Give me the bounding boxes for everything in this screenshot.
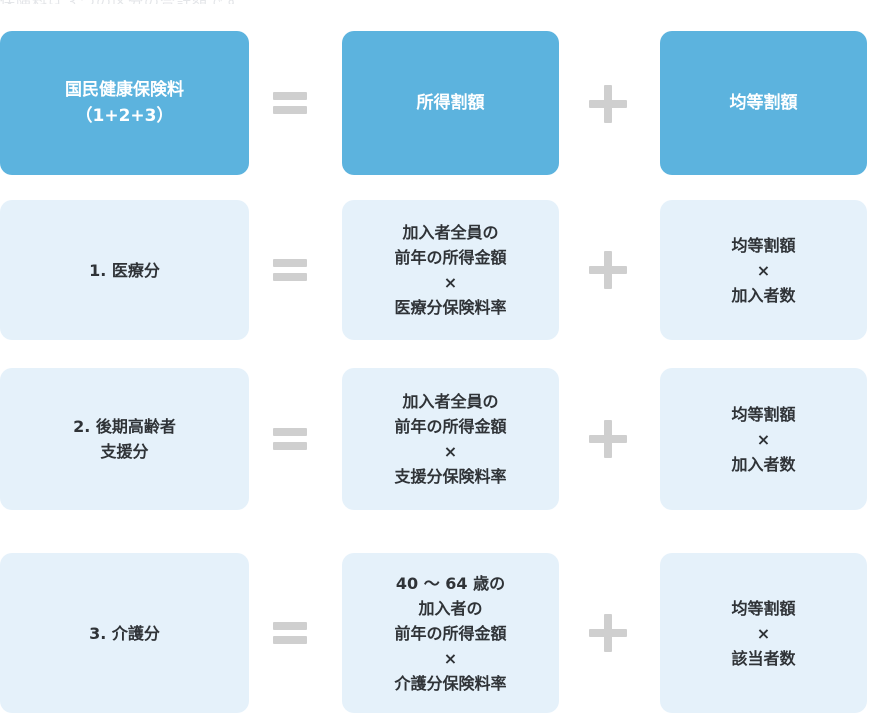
row-elderly-support-middle-box: 加入者全員の 前年の所得金額 × 支援分保険料率 [342, 368, 559, 510]
row-elderly-support-left-box: 2. 後期高齢者 支援分 [0, 368, 249, 510]
row-nursing-care-right-box: 均等割額 × 該当者数 [660, 553, 867, 713]
row-medical-middle-box: 加入者全員の 前年の所得金額 × 医療分保険料率 [342, 200, 559, 340]
row-nursing-care-left-label: 3. 介護分 [89, 623, 160, 643]
row-total-right-label: 均等割額 [729, 93, 798, 113]
equals-icon [273, 92, 307, 114]
plus-icon [589, 420, 627, 458]
row-medical-left-box: 1. 医療分 [0, 200, 249, 340]
row-nursing-care-middle-label: 40 ～ 64 歳の 加入者の 前年の所得金額 × 介護分保険料率 [394, 573, 507, 693]
row-total-left-box: 国民健康保険料 （1+2+3） [0, 31, 249, 175]
plus-icon [589, 614, 627, 652]
row-medical-left-label: 1. 医療分 [89, 260, 160, 280]
row-elderly-support-left-label: 2. 後期高齢者 支援分 [73, 417, 176, 461]
equals-icon [273, 259, 307, 281]
clipped-heading-text: 保険料は３つの区分の合計額です [0, 0, 869, 4]
equals-icon [273, 428, 307, 450]
equals-icon [273, 622, 307, 644]
row-total-middle-label: 所得割額 [416, 93, 485, 113]
row-elderly-support-middle-label: 加入者全員の 前年の所得金額 × 支援分保険料率 [394, 392, 507, 486]
row-medical-right-box: 均等割額 × 加入者数 [660, 200, 867, 340]
row-total-middle-box: 所得割額 [342, 31, 559, 175]
plus-icon [589, 85, 627, 123]
row-nursing-care-middle-box: 40 ～ 64 歳の 加入者の 前年の所得金額 × 介護分保険料率 [342, 553, 559, 713]
row-medical-middle-label: 加入者全員の 前年の所得金額 × 医療分保険料率 [394, 223, 507, 317]
plus-icon [589, 251, 627, 289]
row-elderly-support-right-box: 均等割額 × 加入者数 [660, 368, 867, 510]
row-medical-right-label: 均等割額 × 加入者数 [731, 235, 796, 305]
row-nursing-care-left-box: 3. 介護分 [0, 553, 249, 713]
row-total-right-box: 均等割額 [660, 31, 867, 175]
row-nursing-care-right-label: 均等割額 × 該当者数 [731, 598, 796, 668]
row-elderly-support-right-label: 均等割額 × 加入者数 [731, 404, 796, 474]
row-total-left-label: 国民健康保険料 （1+2+3） [65, 80, 184, 126]
